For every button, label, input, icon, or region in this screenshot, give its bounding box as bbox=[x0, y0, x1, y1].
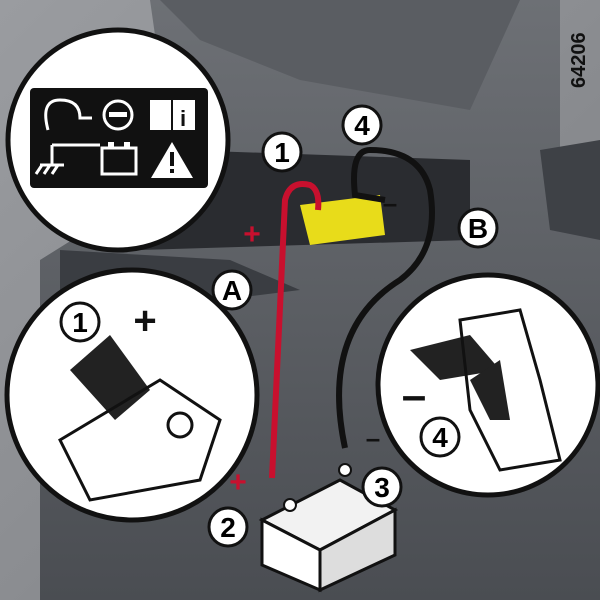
positive-sign-booster: + bbox=[229, 466, 247, 499]
callout-booster-negative: 3 bbox=[361, 466, 403, 508]
negative-jumper-cable bbox=[336, 146, 435, 449]
manual-info-icon: i bbox=[150, 100, 195, 131]
side-mirror bbox=[540, 140, 600, 240]
callout-cable-b: B bbox=[457, 207, 499, 249]
callout-booster-positive: 2 bbox=[207, 506, 249, 548]
minus-circle-icon bbox=[102, 99, 134, 131]
ground-icon bbox=[34, 143, 100, 175]
callout-label: 4 bbox=[432, 422, 448, 453]
vehicle-battery bbox=[300, 195, 385, 245]
positive-jumper-cable bbox=[269, 181, 322, 479]
svg-text:i: i bbox=[180, 106, 186, 131]
negative-sign-booster: – bbox=[366, 423, 380, 453]
positive-terminal-inset bbox=[4, 267, 260, 523]
callout-hood-negative: 4 bbox=[341, 104, 383, 146]
callout-label: B bbox=[468, 213, 488, 244]
positive-sign-inset: + bbox=[133, 299, 156, 343]
callout-label: 1 bbox=[72, 307, 88, 338]
callout-inset-left-number: 1 bbox=[59, 301, 101, 343]
negative-sign-hood: – bbox=[383, 188, 397, 218]
figure-id: 64206 bbox=[568, 32, 590, 88]
callout-cable-a: A bbox=[211, 269, 253, 311]
negative-sign-inset: – bbox=[402, 371, 426, 420]
callout-label: 1 bbox=[274, 137, 290, 168]
booster-battery bbox=[258, 463, 399, 593]
positive-sign-hood: + bbox=[243, 218, 261, 251]
jumper-clamp-icon bbox=[44, 98, 92, 131]
callout-label: 3 bbox=[374, 472, 390, 503]
callout-hood-positive: 1 bbox=[261, 131, 303, 173]
battery-icon bbox=[100, 142, 138, 176]
callout-inset-right-number: 4 bbox=[419, 416, 461, 458]
callout-label: 2 bbox=[220, 512, 236, 543]
callout-label: 4 bbox=[354, 110, 370, 141]
warning-triangle-icon bbox=[151, 142, 193, 178]
callout-label: A bbox=[222, 275, 242, 306]
warning-label-inset: i bbox=[5, 27, 231, 253]
